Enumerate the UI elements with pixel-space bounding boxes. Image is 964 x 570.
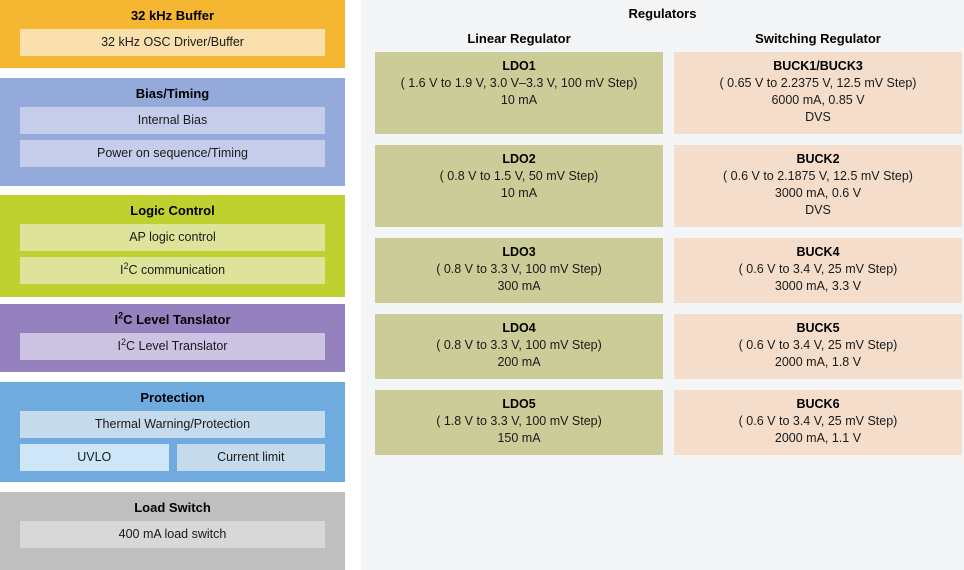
- regulator-row: LDO4 ( 0.8 V to 3.3 V, 100 mV Step) 200 …: [375, 314, 962, 379]
- regulator-card-ldo5: LDO5 ( 1.8 V to 3.3 V, 100 mV Step) 150 …: [375, 390, 663, 455]
- regulator-spec-line: ( 0.6 V to 3.4 V, 25 mV Step): [738, 414, 898, 428]
- regulator-card-buck4: BUCK4 ( 0.6 V to 3.4 V, 25 mV Step) 3000…: [674, 238, 962, 303]
- regulator-card-ldo4: LDO4 ( 0.8 V to 3.3 V, 100 mV Step) 200 …: [375, 314, 663, 379]
- regulator-spec-line: DVS: [805, 110, 831, 124]
- block-title-protection: Protection: [140, 390, 205, 406]
- regulators-title: Regulators: [628, 6, 697, 21]
- regulator-card-ldo1: LDO1 ( 1.6 V to 1.9 V, 3.0 V–3.3 V, 100 …: [375, 52, 663, 134]
- regulator-name: BUCK5: [796, 321, 840, 335]
- sub-block-power-on-sequence-timing: Power on sequence/Timing: [20, 139, 325, 167]
- regulator-spec-line: 2000 mA, 1.1 V: [774, 431, 862, 445]
- regulator-spec-line: 200 mA: [497, 355, 541, 369]
- regulator-spec-line: ( 0.6 V to 3.4 V, 25 mV Step): [738, 262, 898, 276]
- block-title-load-switch: Load Switch: [134, 500, 211, 516]
- sub-block-internal-bias: Internal Bias: [20, 106, 325, 134]
- regulator-spec-line: 2000 mA, 1.8 V: [774, 355, 862, 369]
- sub-block-thermal-warning-protection: Thermal Warning/Protection: [20, 411, 325, 439]
- block-logic-control: Logic Control AP logic control I2C commu…: [0, 194, 345, 297]
- column-header-linear-regulator: Linear Regulator: [467, 31, 571, 46]
- regulator-spec-line: 150 mA: [497, 431, 541, 445]
- column-header-switching-regulator: Switching Regulator: [755, 31, 881, 46]
- regulator-name: LDO3: [502, 245, 536, 259]
- regulator-name: LDO2: [502, 152, 536, 166]
- block-i2c-level-translator: I2C Level Tanslator I2C Level Translator: [0, 303, 345, 373]
- block-bias-timing: Bias/Timing Internal Bias Power on seque…: [0, 77, 345, 186]
- regulator-card-buck1-buck3: BUCK1/BUCK3 ( 0.65 V to 2.2375 V, 12.5 m…: [674, 52, 962, 134]
- sub-block-32khz-osc-driver-buffer: 32 kHz OSC Driver/Buffer: [20, 29, 325, 56]
- regulator-spec-line: 3000 mA, 0.6 V: [774, 186, 862, 200]
- sub-block-ap-logic-control: AP logic control: [20, 223, 325, 251]
- sub-block-uvlo: UVLO: [20, 444, 169, 472]
- regulator-spec-line: 300 mA: [497, 279, 541, 293]
- regulator-card-buck6: BUCK6 ( 0.6 V to 3.4 V, 25 mV Step) 2000…: [674, 390, 962, 455]
- regulator-spec-line: ( 0.8 V to 1.5 V, 50 mV Step): [439, 169, 599, 183]
- regulator-name: BUCK2: [796, 152, 840, 166]
- sub-block-400ma-load-switch: 400 mA load switch: [20, 521, 325, 549]
- block-load-switch: Load Switch 400 mA load switch: [0, 492, 345, 570]
- regulator-card-ldo3: LDO3 ( 0.8 V to 3.3 V, 100 mV Step) 300 …: [375, 238, 663, 303]
- regulators-panel: Regulators Linear Regulator Switching Re…: [361, 0, 964, 570]
- regulator-row: LDO1 ( 1.6 V to 1.9 V, 3.0 V–3.3 V, 100 …: [375, 52, 962, 134]
- regulator-spec-line: 10 mA: [500, 93, 538, 107]
- regulator-spec-line: ( 0.6 V to 3.4 V, 25 mV Step): [738, 338, 898, 352]
- regulator-grid: LDO1 ( 1.6 V to 1.9 V, 3.0 V–3.3 V, 100 …: [361, 52, 964, 455]
- regulator-spec-line: 3000 mA, 3.3 V: [774, 279, 862, 293]
- regulator-name: LDO4: [502, 321, 536, 335]
- regulator-card-buck5: BUCK5 ( 0.6 V to 3.4 V, 25 mV Step) 2000…: [674, 314, 962, 379]
- block-title-bias-timing: Bias/Timing: [135, 85, 210, 101]
- block-title-32khz-buffer: 32 kHz Buffer: [130, 8, 215, 23]
- regulator-card-ldo2: LDO2 ( 0.8 V to 1.5 V, 50 mV Step) 10 mA: [375, 145, 663, 227]
- regulator-name: LDO1: [502, 59, 536, 73]
- sub-block-i2c-communication: I2C communication: [20, 256, 325, 284]
- regulator-row: LDO5 ( 1.8 V to 3.3 V, 100 mV Step) 150 …: [375, 390, 962, 455]
- regulator-name: BUCK1/BUCK3: [773, 59, 863, 73]
- regulator-spec-line: ( 0.8 V to 3.3 V, 100 mV Step): [436, 262, 602, 276]
- regulator-spec-line: ( 1.8 V to 3.3 V, 100 mV Step): [436, 414, 602, 428]
- block-32khz-buffer: 32 kHz Buffer 32 kHz OSC Driver/Buffer: [0, 0, 345, 68]
- regulator-column-headers: Linear Regulator Switching Regulator: [361, 30, 964, 47]
- block-protection: Protection Thermal Warning/Protection UV…: [0, 382, 345, 483]
- protection-sub-row: UVLO Current limit: [20, 444, 325, 472]
- block-title-logic-control: Logic Control: [130, 202, 215, 218]
- regulator-card-buck2: BUCK2 ( 0.6 V to 2.1875 V, 12.5 mV Step)…: [674, 145, 962, 227]
- regulator-name: BUCK6: [796, 397, 840, 411]
- regulator-spec-line: DVS: [805, 203, 831, 217]
- regulator-spec-line: 10 mA: [500, 186, 538, 200]
- regulator-name: BUCK4: [796, 245, 840, 259]
- regulator-name: LDO5: [502, 397, 536, 411]
- sub-block-current-limit: Current limit: [176, 444, 325, 472]
- regulator-spec-line: ( 0.8 V to 3.3 V, 100 mV Step): [436, 338, 602, 352]
- regulator-spec-line: ( 0.6 V to 2.1875 V, 12.5 mV Step): [723, 169, 913, 183]
- regulator-row: LDO2 ( 0.8 V to 1.5 V, 50 mV Step) 10 mA…: [375, 145, 962, 227]
- block-title-i2c-level-translator: I2C Level Tanslator: [114, 310, 231, 327]
- functional-blocks-column: 32 kHz Buffer 32 kHz OSC Driver/Buffer B…: [0, 0, 345, 570]
- sub-block-i2c-level-translator: I2C Level Translator: [20, 332, 325, 360]
- regulator-spec-line: ( 0.65 V to 2.2375 V, 12.5 mV Step): [719, 76, 917, 90]
- regulator-spec-line: ( 1.6 V to 1.9 V, 3.0 V–3.3 V, 100 mV St…: [400, 76, 638, 90]
- regulator-spec-line: 6000 mA, 0.85 V: [771, 93, 865, 107]
- regulator-row: LDO3 ( 0.8 V to 3.3 V, 100 mV Step) 300 …: [375, 238, 962, 303]
